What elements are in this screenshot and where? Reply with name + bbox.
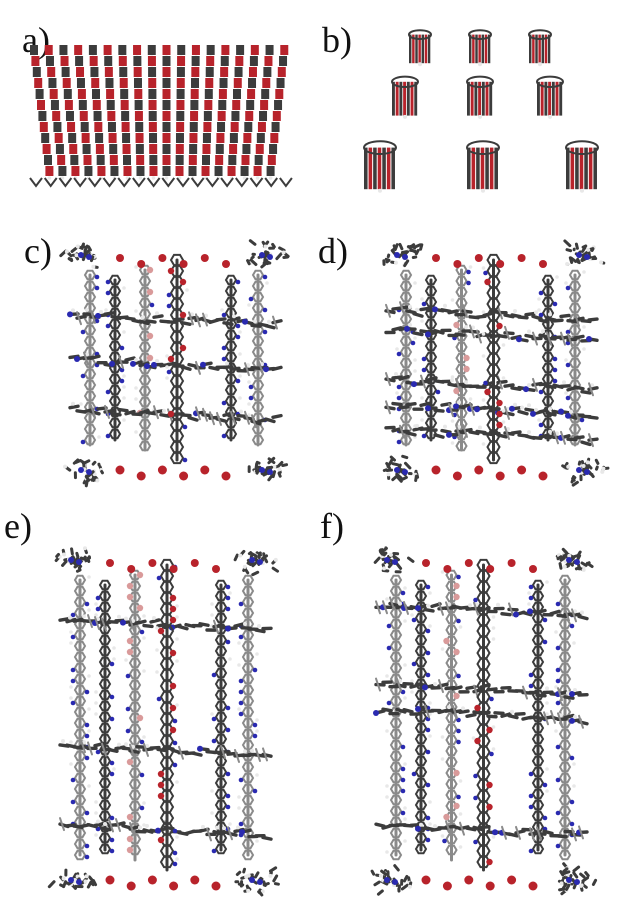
panel-label-e: e) xyxy=(4,506,32,546)
framework-side-view-e xyxy=(47,546,280,897)
panel-label-c: c) xyxy=(24,231,52,271)
framework-side-view-f xyxy=(370,546,598,896)
panel-e: e) xyxy=(0,500,316,906)
panel-c: c) xyxy=(0,225,316,490)
porous-sheet-image xyxy=(29,45,293,188)
framework-side-view-c xyxy=(59,239,290,488)
panel-label-d: d) xyxy=(318,231,348,271)
panel-a: a) xyxy=(0,0,320,210)
panel-label-f: f) xyxy=(320,506,344,546)
panel-b: b) xyxy=(320,0,633,210)
framework-side-view-d xyxy=(382,239,610,487)
panel-d: d) xyxy=(316,225,633,490)
panel-label-b: b) xyxy=(322,20,352,60)
pore-unit-grid-image xyxy=(363,29,599,193)
panel-f: f) xyxy=(316,500,633,906)
